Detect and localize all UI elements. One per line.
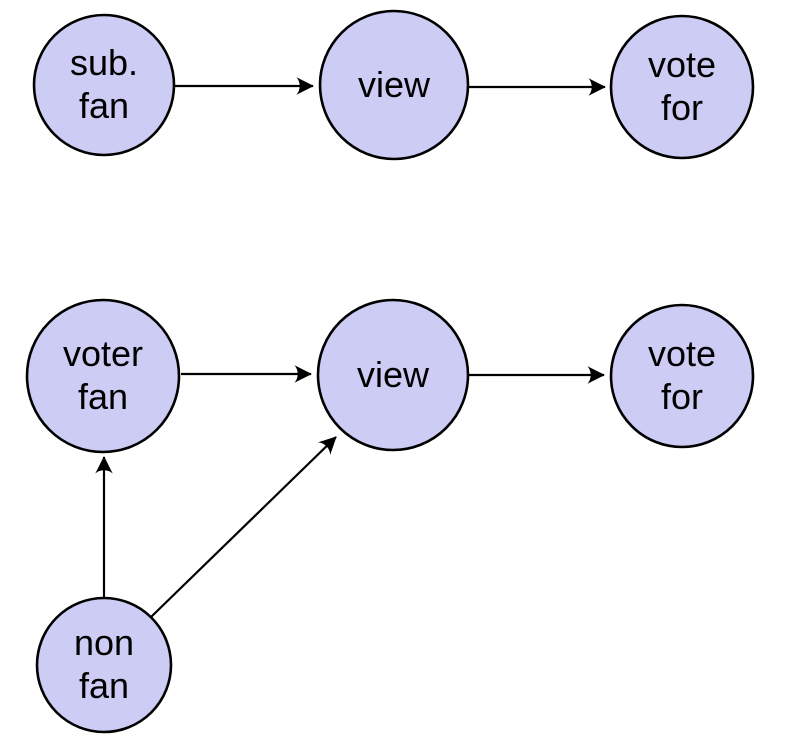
node-vote-for-bottom-label-line1: vote [648, 333, 716, 374]
node-non-fan-circle [35, 596, 173, 734]
node-sub-fan-label-line1: sub. [70, 42, 138, 83]
node-vote-for-bottom: vote for [609, 303, 755, 449]
node-view-bottom-label: view [357, 354, 430, 395]
node-sub-fan-label-line2: fan [79, 85, 129, 126]
node-vote-for-bottom-label-line2: for [661, 376, 703, 417]
node-voter-fan-circle [25, 298, 181, 454]
node-sub-fan: sub. fan [32, 13, 176, 157]
node-vote-for-top-label-line1: vote [648, 44, 716, 85]
node-vote-for-top-circle [609, 14, 755, 160]
node-vote-for-bottom-circle [609, 303, 755, 449]
node-voter-fan-label-line2: fan [78, 376, 128, 417]
node-vote-for-top: vote for [609, 14, 755, 160]
node-voter-fan: voter fan [25, 298, 181, 454]
edge-non-fan-to-view [150, 436, 337, 618]
node-view-top-circle [318, 9, 470, 161]
bottom-graph: voter fan view vote for non fan [25, 298, 755, 734]
node-vote-for-top-label-line2: for [661, 87, 703, 128]
node-non-fan-label-line2: fan [79, 665, 129, 706]
node-view-bottom: view [316, 298, 470, 452]
node-view-top: view [318, 9, 470, 161]
node-sub-fan-circle [32, 13, 176, 157]
node-non-fan: non fan [35, 596, 173, 734]
node-view-top-label: view [358, 64, 431, 105]
node-non-fan-label-line1: non [74, 622, 134, 663]
node-voter-fan-label-line1: voter [63, 333, 143, 374]
node-view-bottom-circle [316, 298, 470, 452]
top-graph: sub. fan view vote for [32, 9, 755, 161]
